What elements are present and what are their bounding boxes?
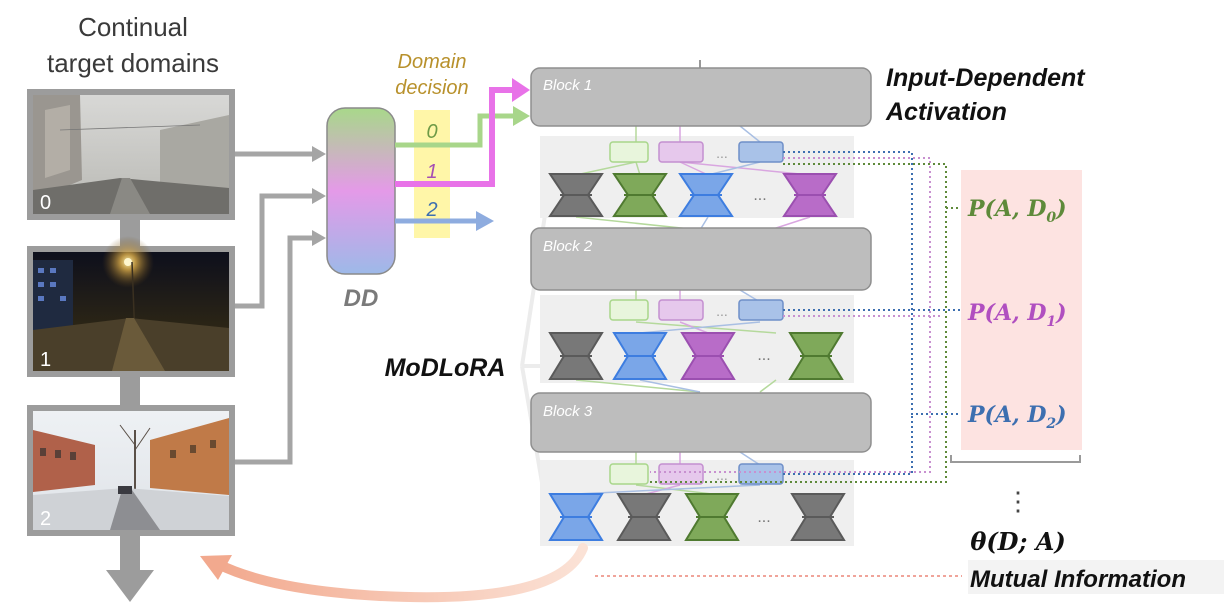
svg-text:P(A, D2): P(A, D2) <box>967 402 1067 432</box>
block-1-label: Block 1 <box>543 77 592 94</box>
activation-line-2: Activation <box>885 98 1007 126</box>
arrow-head-icon <box>512 78 530 102</box>
modlora-label: MoDLoRA <box>385 354 506 382</box>
frame-connector <box>120 375 140 407</box>
adapter-group-2: ... ... <box>540 289 854 393</box>
probability-column <box>961 170 1082 450</box>
dd-label: DD <box>344 285 379 312</box>
timeline-arrow-icon <box>106 570 154 602</box>
adapter-group-1: ... ... <box>540 125 854 231</box>
vertical-dots: ⋮ <box>1005 486 1031 516</box>
title-line-2: target domains <box>47 48 219 78</box>
adapter-group-3: ... ... <box>540 451 854 546</box>
feedback-arc <box>213 543 588 603</box>
frame-night: 1 <box>27 236 235 377</box>
mi-highlight <box>968 560 1224 594</box>
sum-bracket <box>950 455 1081 463</box>
frame-snowy: 2 <box>27 405 235 536</box>
ellipsis: ... <box>716 467 728 483</box>
decision-arrow-green <box>395 113 515 148</box>
domain-discriminator-box <box>326 107 396 275</box>
arrow-head-icon <box>312 230 326 246</box>
arrow-head-icon <box>200 555 232 580</box>
ellipsis: ... <box>716 145 728 161</box>
block-3 <box>530 392 872 453</box>
ellipsis: ... <box>716 303 728 319</box>
arrow-head-icon <box>312 188 326 204</box>
arrow-head-icon <box>513 106 530 126</box>
dotted-prob-lines <box>650 151 962 483</box>
frame-foggy: 0 <box>27 89 235 220</box>
decision-1: 1 <box>426 161 437 183</box>
prob-label-0: P(A, D0) <box>967 196 1067 226</box>
title-line-1: Continual <box>78 12 188 42</box>
frame-label: 1 <box>40 349 51 371</box>
frame-label: 0 <box>40 192 51 214</box>
ellipsis: ... <box>757 509 770 526</box>
block-2-label: Block 2 <box>543 238 593 255</box>
ellipsis: ... <box>753 187 766 204</box>
frame-label: 2 <box>40 508 51 530</box>
block-2 <box>530 227 872 291</box>
block-3-label: Block 3 <box>543 403 593 420</box>
prob-label-1: P(A, D1) <box>967 300 1067 330</box>
mi-label: Mutual Information <box>970 566 1186 593</box>
ellipsis: ... <box>757 347 770 364</box>
svg-text:P(A, D1): P(A, D1) <box>967 300 1067 330</box>
decision-2: 2 <box>425 199 437 221</box>
decision-arrow-pink <box>395 87 515 187</box>
decision-0: 0 <box>426 121 437 143</box>
block-1 <box>530 67 872 127</box>
arrow-head-icon <box>312 146 326 162</box>
domain-decision-column <box>414 110 450 238</box>
activation-line-1: Input-Dependent <box>886 64 1086 92</box>
prob-label-2: P(A, D2) <box>967 402 1067 432</box>
frame-connector <box>120 535 140 575</box>
domain-decision-line-1: Domain <box>398 51 467 73</box>
arrow-head-icon <box>476 211 494 231</box>
frame-to-dd-connectors <box>235 151 315 465</box>
svg-text:P(A, D0): P(A, D0) <box>967 196 1067 226</box>
theta-label: θ(D; A) <box>970 527 1065 556</box>
domain-decision-line-2: decision <box>395 77 468 99</box>
